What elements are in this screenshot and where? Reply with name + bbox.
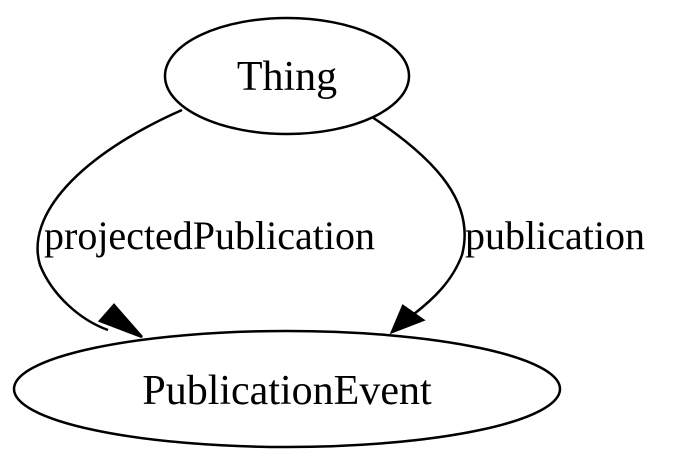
edge-projected-publication-line <box>36 108 183 332</box>
edge-publication: publication <box>371 115 645 335</box>
edge-publication-line <box>371 115 466 315</box>
node-thing-label: Thing <box>237 54 337 100</box>
node-publication-event-shape <box>12 329 562 449</box>
edge-projected-publication-arrowhead <box>97 303 143 339</box>
edge-label-publication: publication <box>465 213 645 258</box>
node-publication-event: PublicationEvent <box>12 329 562 449</box>
edge-projected-publication: projectedPublication <box>36 108 375 339</box>
node-thing-shape <box>163 16 411 136</box>
node-thing: Thing <box>163 16 411 136</box>
edge-label-projected-publication: projectedPublication <box>44 213 375 258</box>
edge-publication-arrowhead <box>389 304 426 335</box>
node-publication-event-label: PublicationEvent <box>142 368 432 414</box>
